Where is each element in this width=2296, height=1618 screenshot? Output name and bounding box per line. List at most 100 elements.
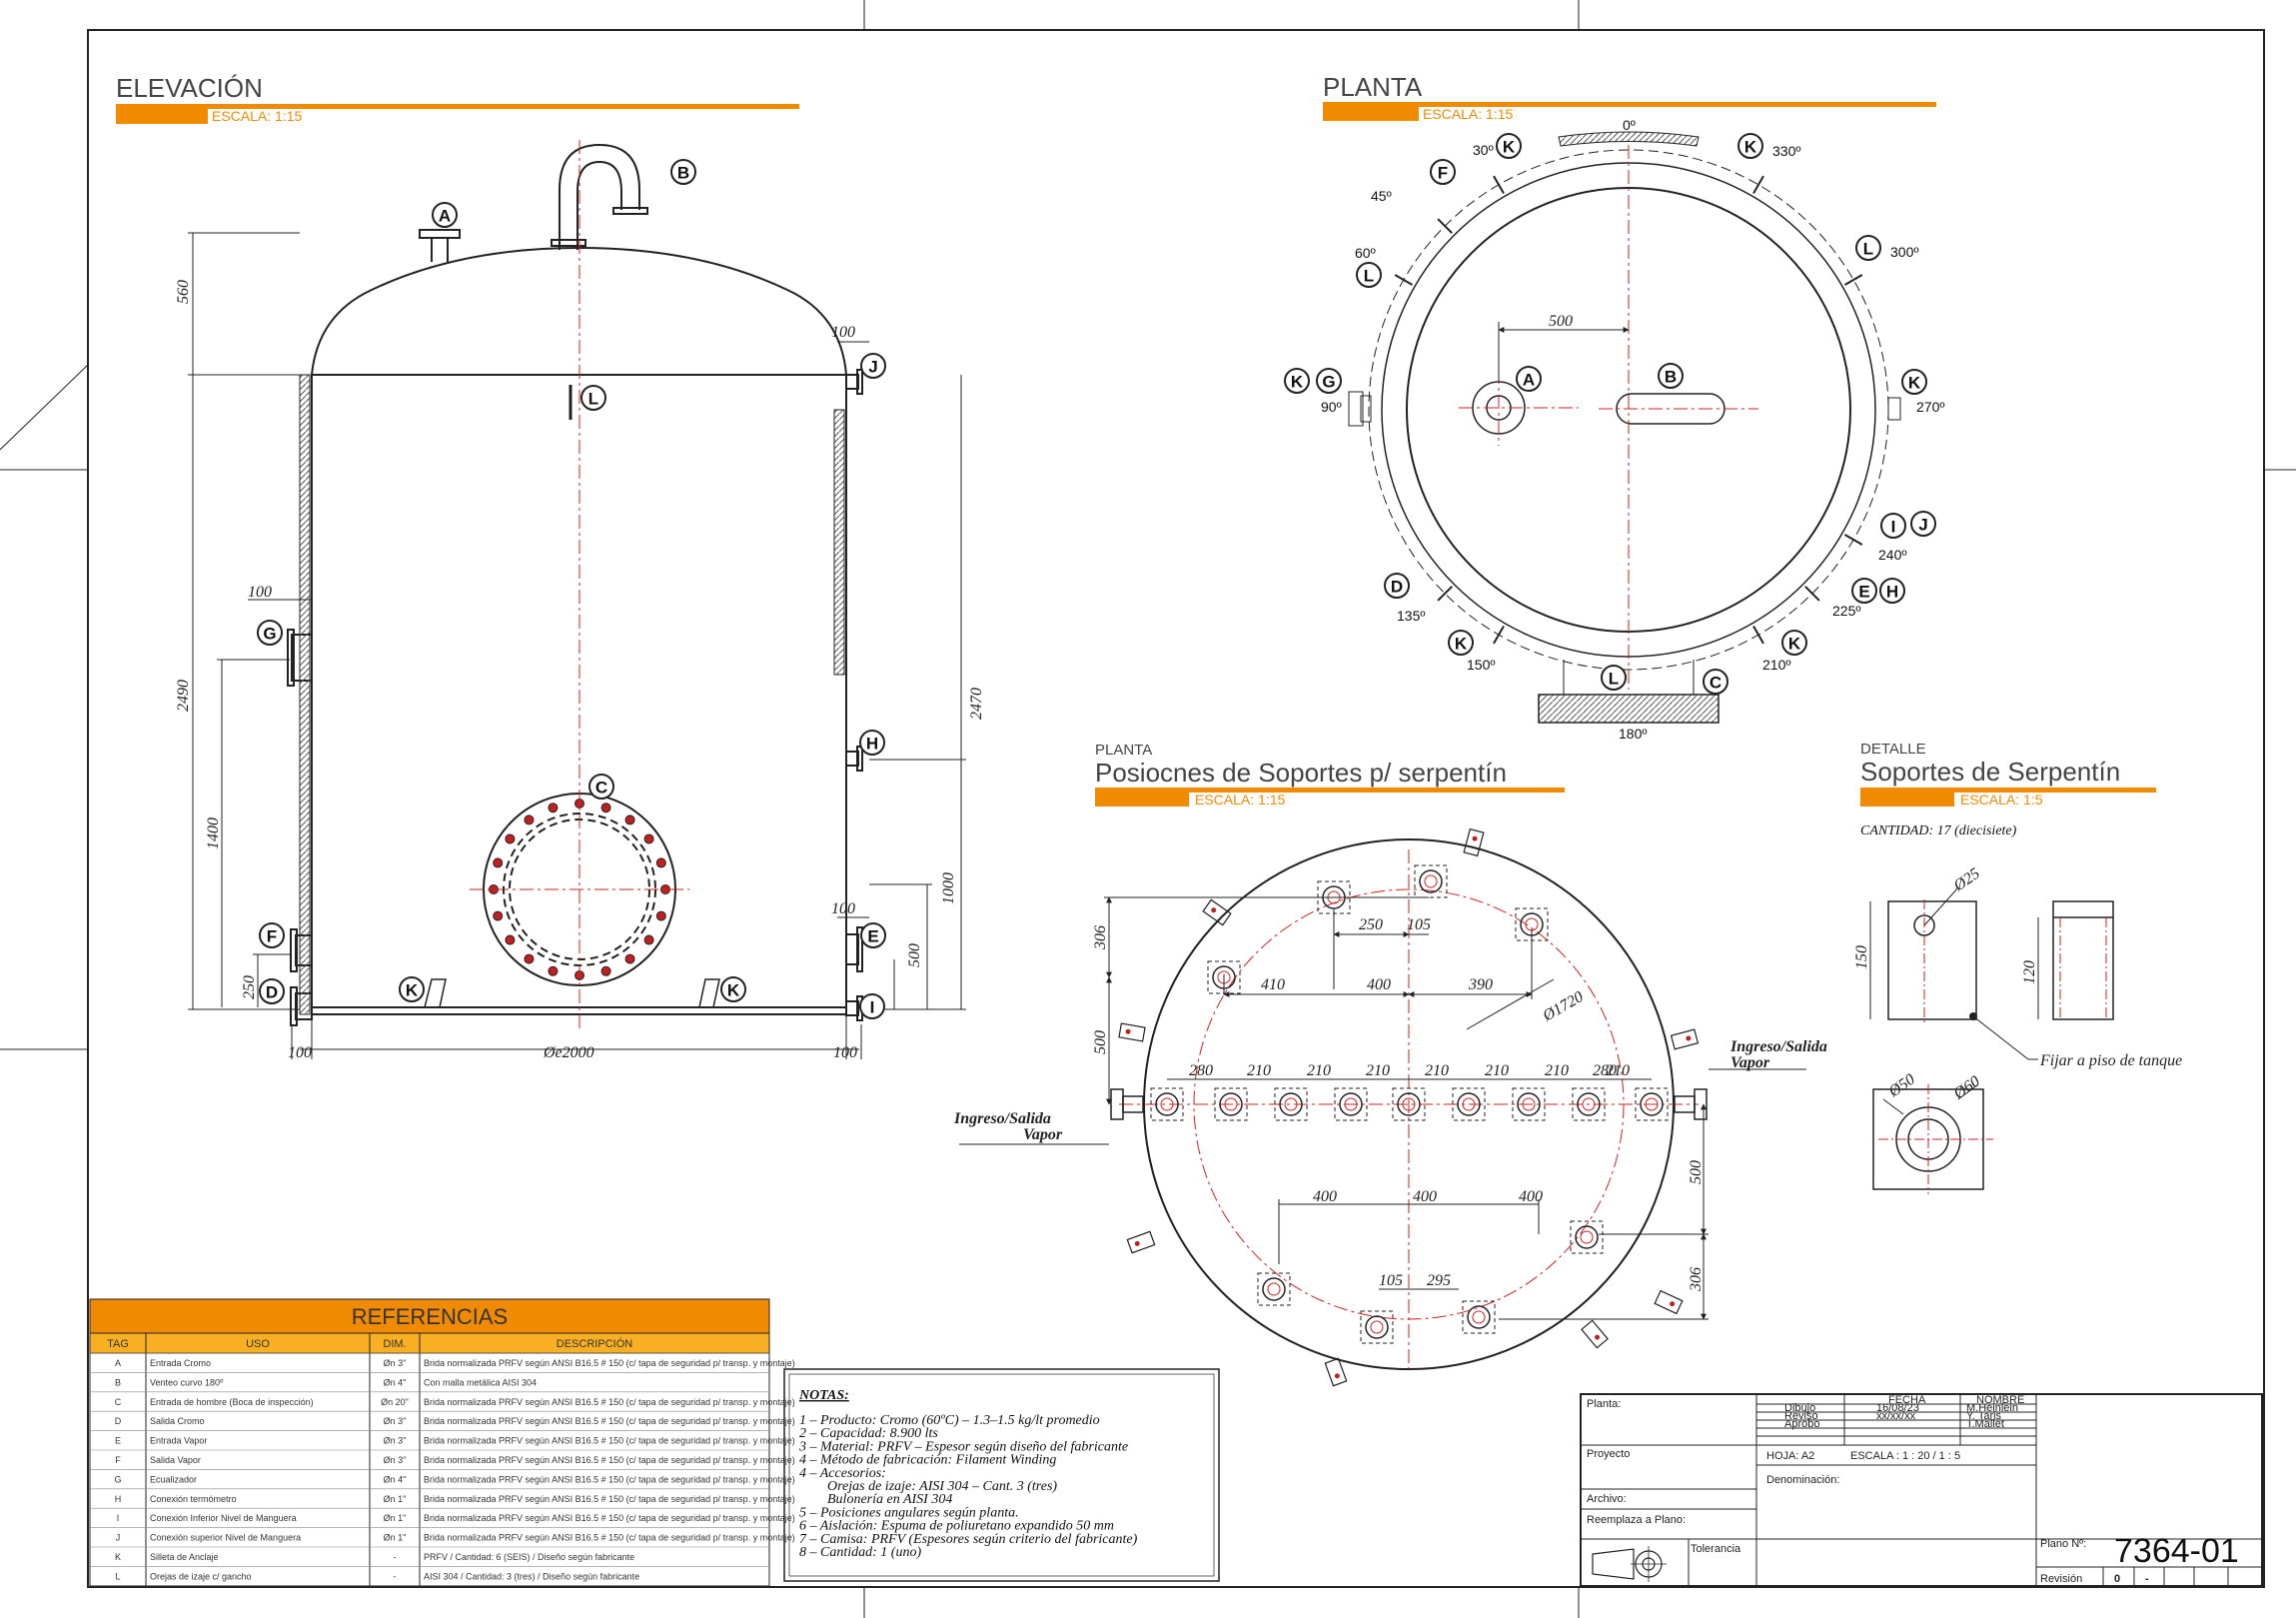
dim-250: 250	[241, 975, 258, 999]
ref-desc: Brida normalizada PRFV según ANSI B16.5 …	[424, 1513, 795, 1523]
ref-uso: Silleta de Anclaje	[150, 1552, 219, 1562]
ref-dim: -	[394, 1552, 397, 1562]
svg-text:D: D	[266, 983, 278, 1002]
support-hole	[1582, 1097, 1596, 1111]
supports-title: Posiocnes de Soportes p/ serpentín	[1095, 758, 1507, 788]
svg-text:K: K	[1291, 373, 1304, 392]
support-hole	[1462, 1097, 1476, 1111]
angle-270: 270º	[1916, 399, 1944, 415]
tag-balloon: F	[1430, 159, 1456, 185]
dim-560: 560	[175, 280, 192, 304]
sup-dim-500a: 500	[1092, 1030, 1109, 1054]
tb-nombre: NOMBRE	[1976, 1394, 2024, 1406]
svg-text:J: J	[868, 358, 877, 377]
plan-dim-500: 500	[1549, 313, 1573, 330]
support-ring	[1397, 1092, 1421, 1116]
support-hole	[1645, 1097, 1659, 1111]
ref-dim: Øn 1"	[384, 1533, 407, 1543]
ref-dim: Øn 3"	[384, 1455, 407, 1465]
references-title: REFERENCIAS	[352, 1304, 508, 1329]
tag-balloon: K	[1781, 630, 1807, 656]
tb-denominacion: Denominación:	[1766, 1474, 1839, 1486]
svg-text:E: E	[1858, 583, 1869, 602]
svg-text:K: K	[1908, 374, 1921, 393]
svg-text:L: L	[1364, 267, 1374, 286]
ref-desc: Brida normalizada PRFV según ANSI B16.5 …	[424, 1455, 795, 1465]
svg-text:D: D	[1391, 578, 1403, 597]
support-box	[1452, 1087, 1486, 1121]
tb-revision: 0	[2114, 1573, 2120, 1585]
sup-dim-306b: 306	[1688, 1267, 1705, 1292]
tag-balloon: E	[1851, 578, 1877, 604]
plan-lug	[1493, 626, 1505, 645]
sup-dim-105a: 105	[1407, 916, 1431, 933]
svg-text:L: L	[1863, 240, 1873, 259]
support-box	[1360, 1310, 1394, 1344]
vapor-left-line1: Ingreso/Salida	[953, 1110, 1051, 1127]
tag-balloon: C	[588, 774, 614, 800]
dim-100-e: 100	[831, 900, 855, 917]
support-hole	[1344, 1097, 1358, 1111]
ref-dim: Øn 4"	[384, 1377, 407, 1387]
tag-balloon: H	[859, 730, 885, 756]
tb-dibujo-fecha: 16/08/23	[1876, 1402, 1919, 1414]
svg-text:K: K	[406, 981, 419, 1000]
tb-reemplaza: Reemplaza a Plano:	[1587, 1514, 1686, 1526]
manhole-bolt	[600, 803, 611, 813]
notes-title: NOTAS:	[798, 1388, 849, 1403]
svg-text:B: B	[677, 164, 689, 183]
supports-scale: ESCALA: 1:15	[1195, 792, 1285, 808]
manhole-bolt	[493, 857, 504, 868]
note-line: 4 – Método de fabricación: Filament Wind…	[799, 1453, 1056, 1468]
svg-text:K: K	[1744, 138, 1757, 157]
angle-180: 180º	[1619, 726, 1647, 742]
ref-tag: H	[115, 1494, 122, 1504]
tb-reviso-nombre: Y. Taris	[1966, 1410, 2002, 1422]
dim-1000: 1000	[940, 872, 957, 904]
tag-balloon: B	[1658, 363, 1684, 389]
detail-scale: ESCALA: 1:5	[1960, 792, 2043, 808]
ref-dim: Øn 3"	[384, 1416, 407, 1426]
manhole-bolt	[493, 910, 504, 921]
outer-lug	[1654, 1289, 1684, 1315]
svg-text:I: I	[1891, 518, 1896, 537]
ref-tag: C	[115, 1397, 122, 1407]
tag-balloon: K	[720, 976, 746, 1002]
sup-dim-250: 250	[1359, 916, 1383, 933]
support-box	[1570, 1220, 1604, 1254]
plan-scale: ESCALA: 1:15	[1423, 106, 1513, 122]
ref-uso: Ecualizador	[150, 1474, 197, 1484]
outer-lug	[1126, 1230, 1156, 1254]
manhole-bolt	[600, 965, 611, 976]
support-hole	[1424, 874, 1438, 888]
tag-balloon: D	[1384, 573, 1410, 599]
tag-balloon: C	[1703, 669, 1728, 695]
tb-archivo: Archivo:	[1587, 1493, 1627, 1505]
row-dim: 210	[1485, 1062, 1509, 1079]
ref-header: DIM.	[383, 1338, 406, 1350]
angle-60: 60º	[1355, 245, 1376, 261]
plan-lug	[1752, 626, 1764, 645]
ref-desc: Brida normalizada PRFV según ANSI B16.5 …	[424, 1533, 795, 1543]
tag-balloon: B	[670, 159, 696, 185]
manhole-bolt	[643, 833, 654, 844]
angle-45: 45º	[1371, 188, 1392, 204]
svg-text:B: B	[1665, 368, 1677, 387]
dim-100-bottom-left: 100	[288, 1044, 312, 1061]
angle-135: 135º	[1397, 608, 1425, 624]
ref-dim: -	[394, 1571, 397, 1581]
support-ring	[1279, 1092, 1303, 1116]
angle-90: 90º	[1321, 399, 1342, 415]
manhole-bolt	[524, 814, 535, 825]
elevation-view: ELEVACIÓN ESCALA: 1:15	[116, 73, 985, 1061]
plan-lug	[1752, 175, 1764, 194]
ref-desc: Brida normalizada PRFV según ANSI B16.5 …	[424, 1494, 795, 1504]
plan-lug	[1437, 218, 1453, 234]
dim-diameter: Øe2000	[543, 1044, 594, 1061]
tag-balloon: G	[257, 620, 283, 646]
sup-dim-295: 295	[1427, 1272, 1451, 1289]
svg-text:G: G	[1322, 373, 1335, 392]
ref-dim: Øn 1"	[384, 1513, 407, 1523]
detail-kicker: DETALLE	[1860, 741, 1926, 758]
support-box	[1150, 1087, 1184, 1121]
